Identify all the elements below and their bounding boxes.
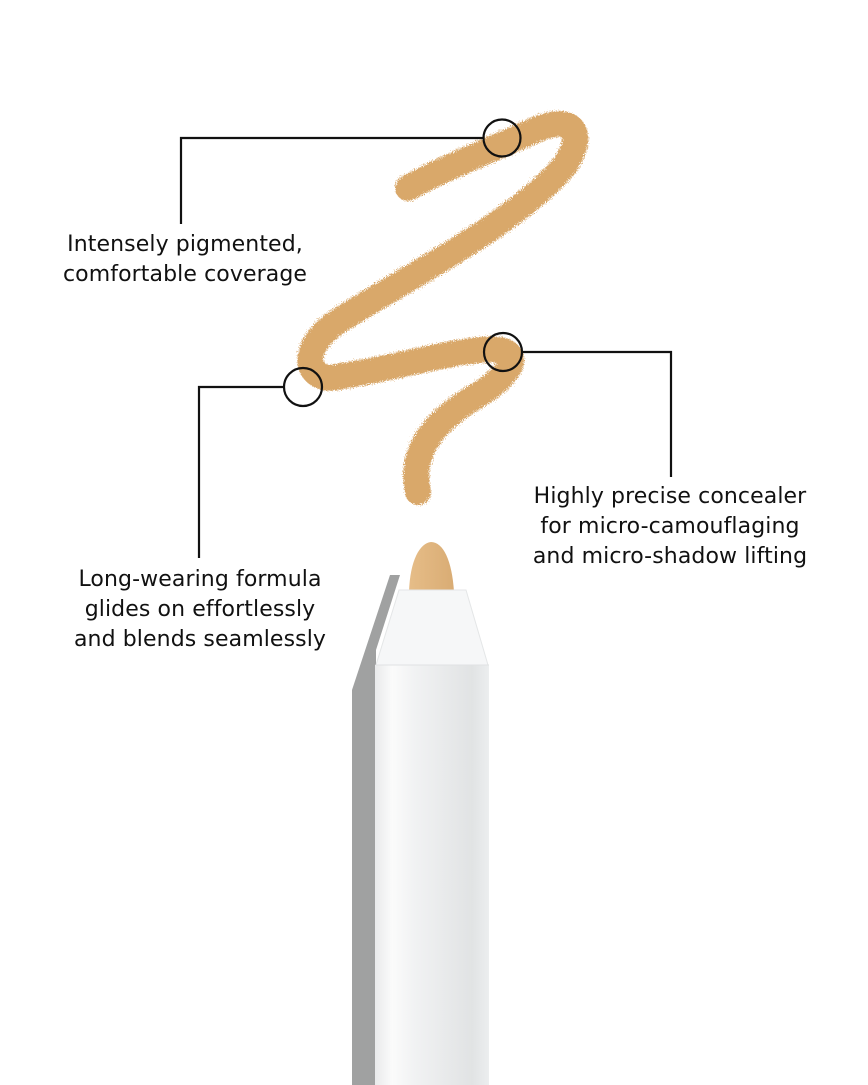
pencil-barrel	[375, 665, 489, 1085]
callout-long-wear: Long-wearing formula glides on effortles…	[40, 565, 360, 655]
callout-precision-line-2: for micro-camouflaging	[540, 514, 800, 539]
callout-precision-line-3: and micro-shadow lifting	[532, 544, 808, 569]
leader-line-pigment	[179, 136, 484, 224]
callout-pigment-line-2: comfortable coverage	[62, 262, 308, 287]
callout-marker-long-wear-icon	[282, 366, 324, 408]
callout-long-wear-line-2: glides on effortlessly	[84, 597, 316, 622]
callout-long-wear-line-1: Long-wearing formula	[78, 567, 322, 592]
callout-marker-pigment-icon	[482, 118, 522, 158]
pencil-collar	[375, 589, 489, 666]
pencil-tip-icon	[409, 542, 454, 592]
leader-lines	[179, 118, 673, 558]
swatch-stroke	[297, 111, 589, 505]
callout-precision: Highly precise concealer for micro-camou…	[505, 482, 835, 572]
callout-precision-line-1: Highly precise concealer	[533, 484, 807, 509]
callout-long-wear-line-3: and blends seamlessly	[73, 627, 327, 652]
callout-pigment-line-1: Intensely pigmented,	[67, 232, 303, 257]
callout-marker-precision-icon	[482, 331, 524, 373]
leader-line-long-wear	[197, 385, 284, 558]
leader-line-precision	[523, 350, 673, 477]
callout-pigment: Intensely pigmented, comfortable coverag…	[40, 230, 330, 290]
